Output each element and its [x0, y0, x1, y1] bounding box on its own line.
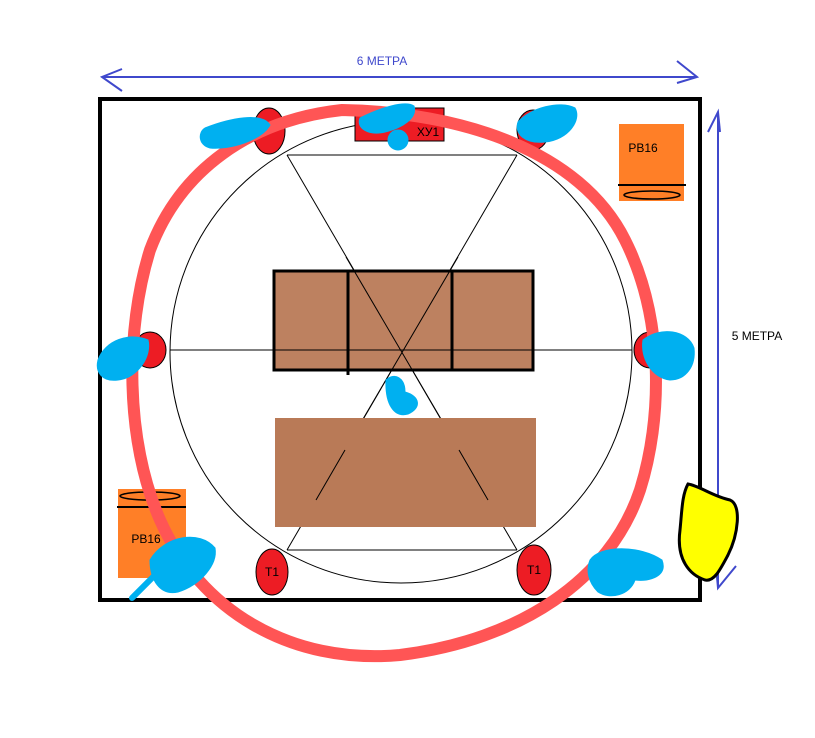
t1-label: T1 [527, 563, 541, 577]
speaker-t1-left: T1 [255, 548, 289, 596]
room-outline [98, 97, 702, 602]
height-label: 5 МЕТРА [732, 329, 783, 343]
blue-marks [96, 103, 695, 601]
width-label: 6 МЕТРА [357, 54, 408, 68]
table-lower-lines [315, 449, 489, 501]
table-main [272, 269, 535, 372]
t1-label: T1 [265, 565, 279, 579]
red-ring-path [126, 104, 662, 663]
yellow-object [677, 482, 739, 582]
table-lines-over [170, 256, 632, 449]
pb16-label: PB16 [628, 141, 658, 155]
table-lower [275, 418, 536, 527]
speaker-t1-right: T1 [516, 544, 552, 596]
pb16-label: PB16 [131, 532, 161, 546]
width-arrow [99, 60, 700, 92]
entrance-label: ХУ1 [417, 125, 440, 139]
speaker-pb16-top-right: PB16 [618, 124, 686, 201]
